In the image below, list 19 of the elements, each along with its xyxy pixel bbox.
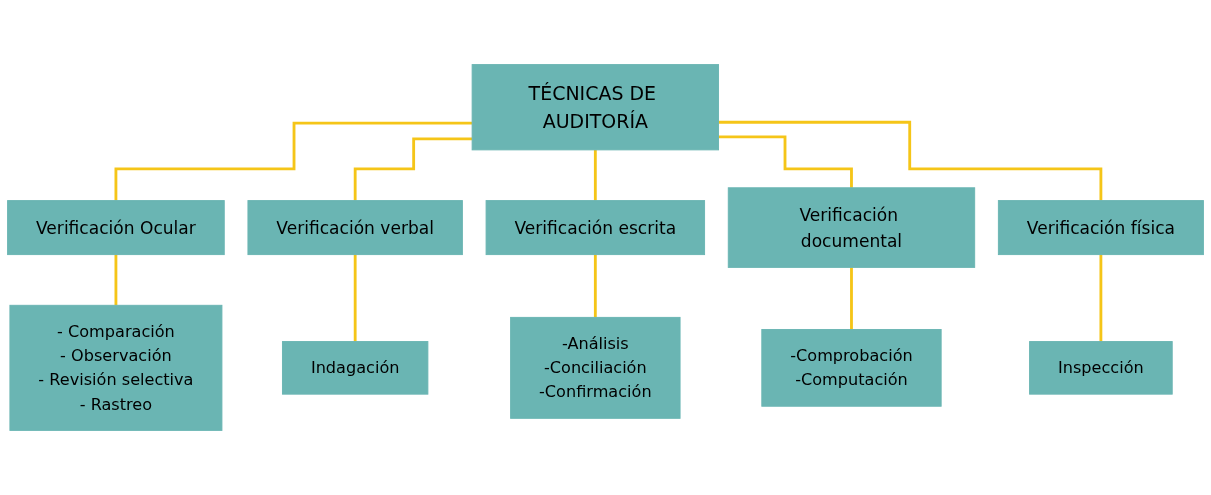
connector (114, 121, 473, 202)
node-box: - Comparación - Observación - Revisión selectiva - Rastreo (9, 304, 223, 431)
node-box: Verificación verbal (247, 200, 463, 256)
connector (718, 120, 1103, 202)
node-box: Indagación (281, 341, 429, 395)
connector (353, 253, 357, 343)
connector (1099, 253, 1103, 343)
node-box: TÉCNICAS DE AUDITORÍA (471, 64, 719, 151)
node-box: Verificación escrita (485, 200, 706, 256)
connector (353, 137, 473, 202)
node-box: Verificación física (997, 200, 1204, 256)
node-box: Verificación documental (727, 187, 976, 268)
node-box: Verificación Ocular (7, 200, 225, 256)
connector (593, 148, 597, 202)
connector (593, 253, 597, 319)
node-box: Inspección (1029, 341, 1173, 395)
node-box: -Análisis -Conciliación -Confirmación (510, 316, 681, 419)
connector (114, 253, 118, 307)
node-box: -Comprobación -Computación (761, 329, 942, 407)
